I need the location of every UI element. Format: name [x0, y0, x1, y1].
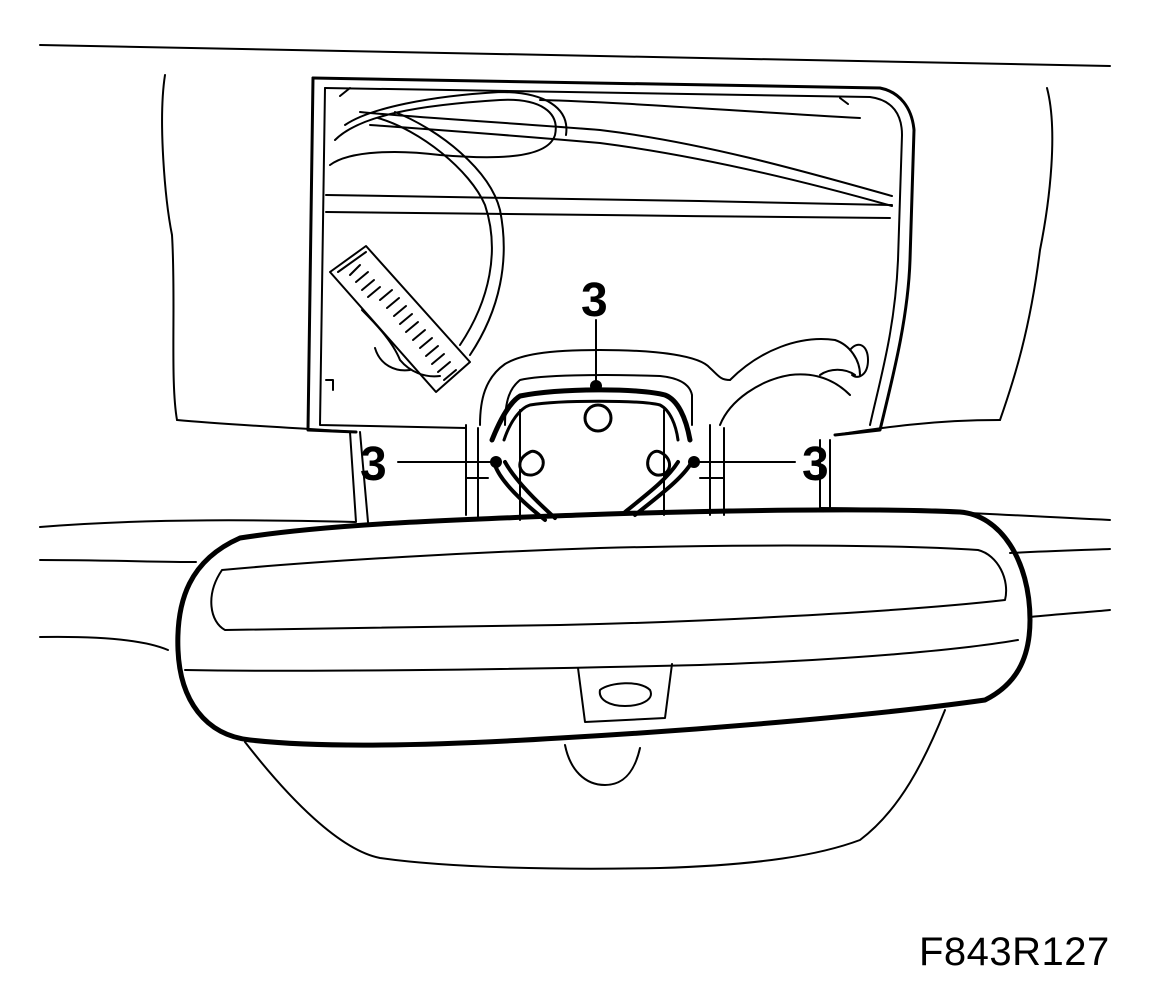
callout-dot-left: [490, 456, 502, 468]
interior-light-housing: [175, 431, 1033, 870]
callout-label-right: 3: [802, 438, 829, 491]
headliner-panel: [39, 44, 1111, 651]
callout-label-top: 3: [581, 274, 608, 327]
callout-label-left: 3: [360, 438, 387, 491]
electrical-connector: [329, 245, 471, 393]
wiring-harness: [329, 91, 893, 356]
mirror-opening-frame: [306, 76, 916, 437]
callout-dot-top: [590, 380, 602, 392]
mirror-mounting-base: [465, 338, 869, 521]
callout-leaders: [397, 319, 796, 463]
retaining-clip: [489, 387, 693, 522]
callout-dot-right: [688, 456, 700, 468]
figure-id: F843R127: [919, 930, 1110, 974]
